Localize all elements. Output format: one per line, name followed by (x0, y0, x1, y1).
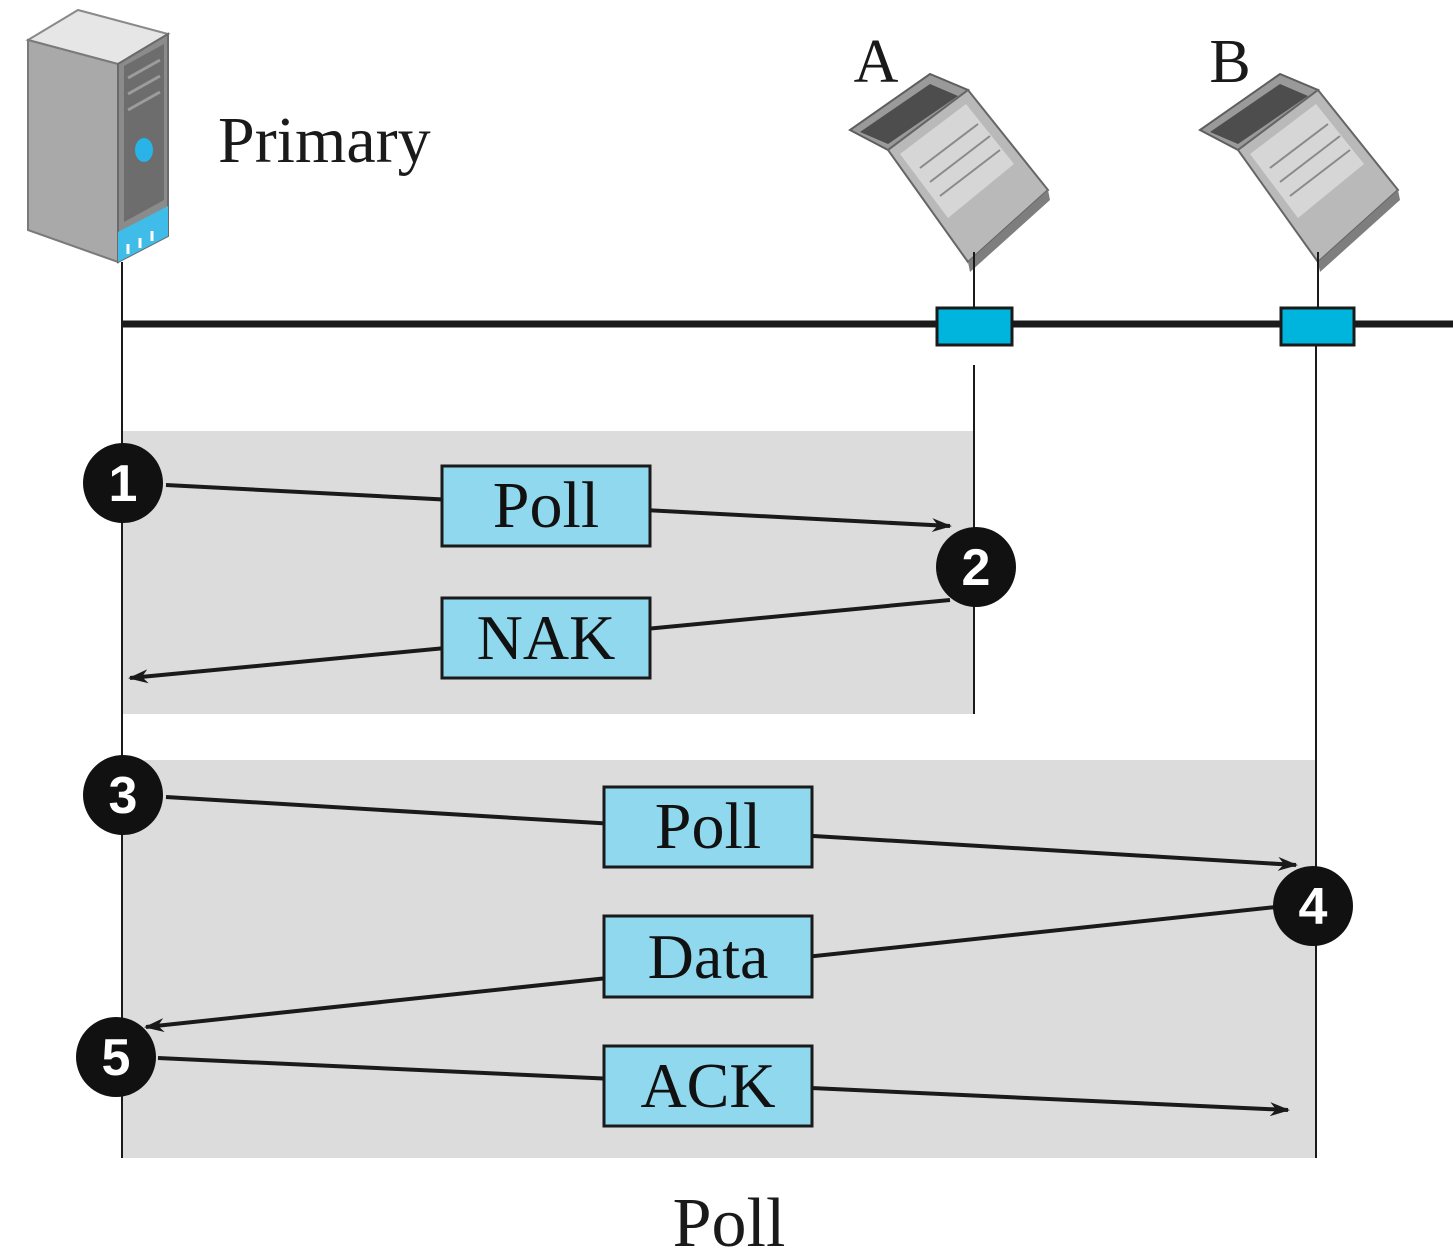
step-number: 4 (1299, 878, 1328, 936)
step-marker-1: 1 (83, 443, 163, 523)
step-marker-5: 5 (76, 1017, 156, 1097)
message-box-ack: ACK (602, 1044, 814, 1128)
station-b-connector (1279, 306, 1356, 347)
server-tower-icon (25, 8, 171, 264)
step-number: 1 (109, 455, 138, 513)
step-marker-4: 4 (1273, 866, 1353, 946)
figure-caption: Poll (673, 1185, 786, 1254)
message-box-poll-b: Poll (602, 785, 814, 869)
laptop-icon (1198, 72, 1400, 272)
step-number: 2 (962, 539, 991, 597)
message-label: Poll (493, 469, 599, 542)
station-a-label: A (854, 28, 899, 96)
message-box-poll-a: Poll (440, 464, 652, 548)
message-label: Poll (655, 790, 761, 863)
message-label: ACK (640, 1050, 775, 1121)
message-box-nak: NAK (440, 596, 652, 680)
station-b-label: B (1209, 28, 1250, 96)
step-number: 3 (109, 767, 138, 825)
message-box-data: Data (602, 914, 814, 999)
primary-label: Primary (218, 104, 431, 177)
step-marker-2: 2 (936, 527, 1016, 607)
step-marker-3: 3 (83, 755, 163, 835)
message-label: Data (648, 921, 769, 992)
station-a-connector (935, 306, 1014, 347)
step-number: 5 (102, 1029, 131, 1087)
laptop-icon (848, 72, 1050, 272)
message-label: NAK (477, 602, 616, 673)
